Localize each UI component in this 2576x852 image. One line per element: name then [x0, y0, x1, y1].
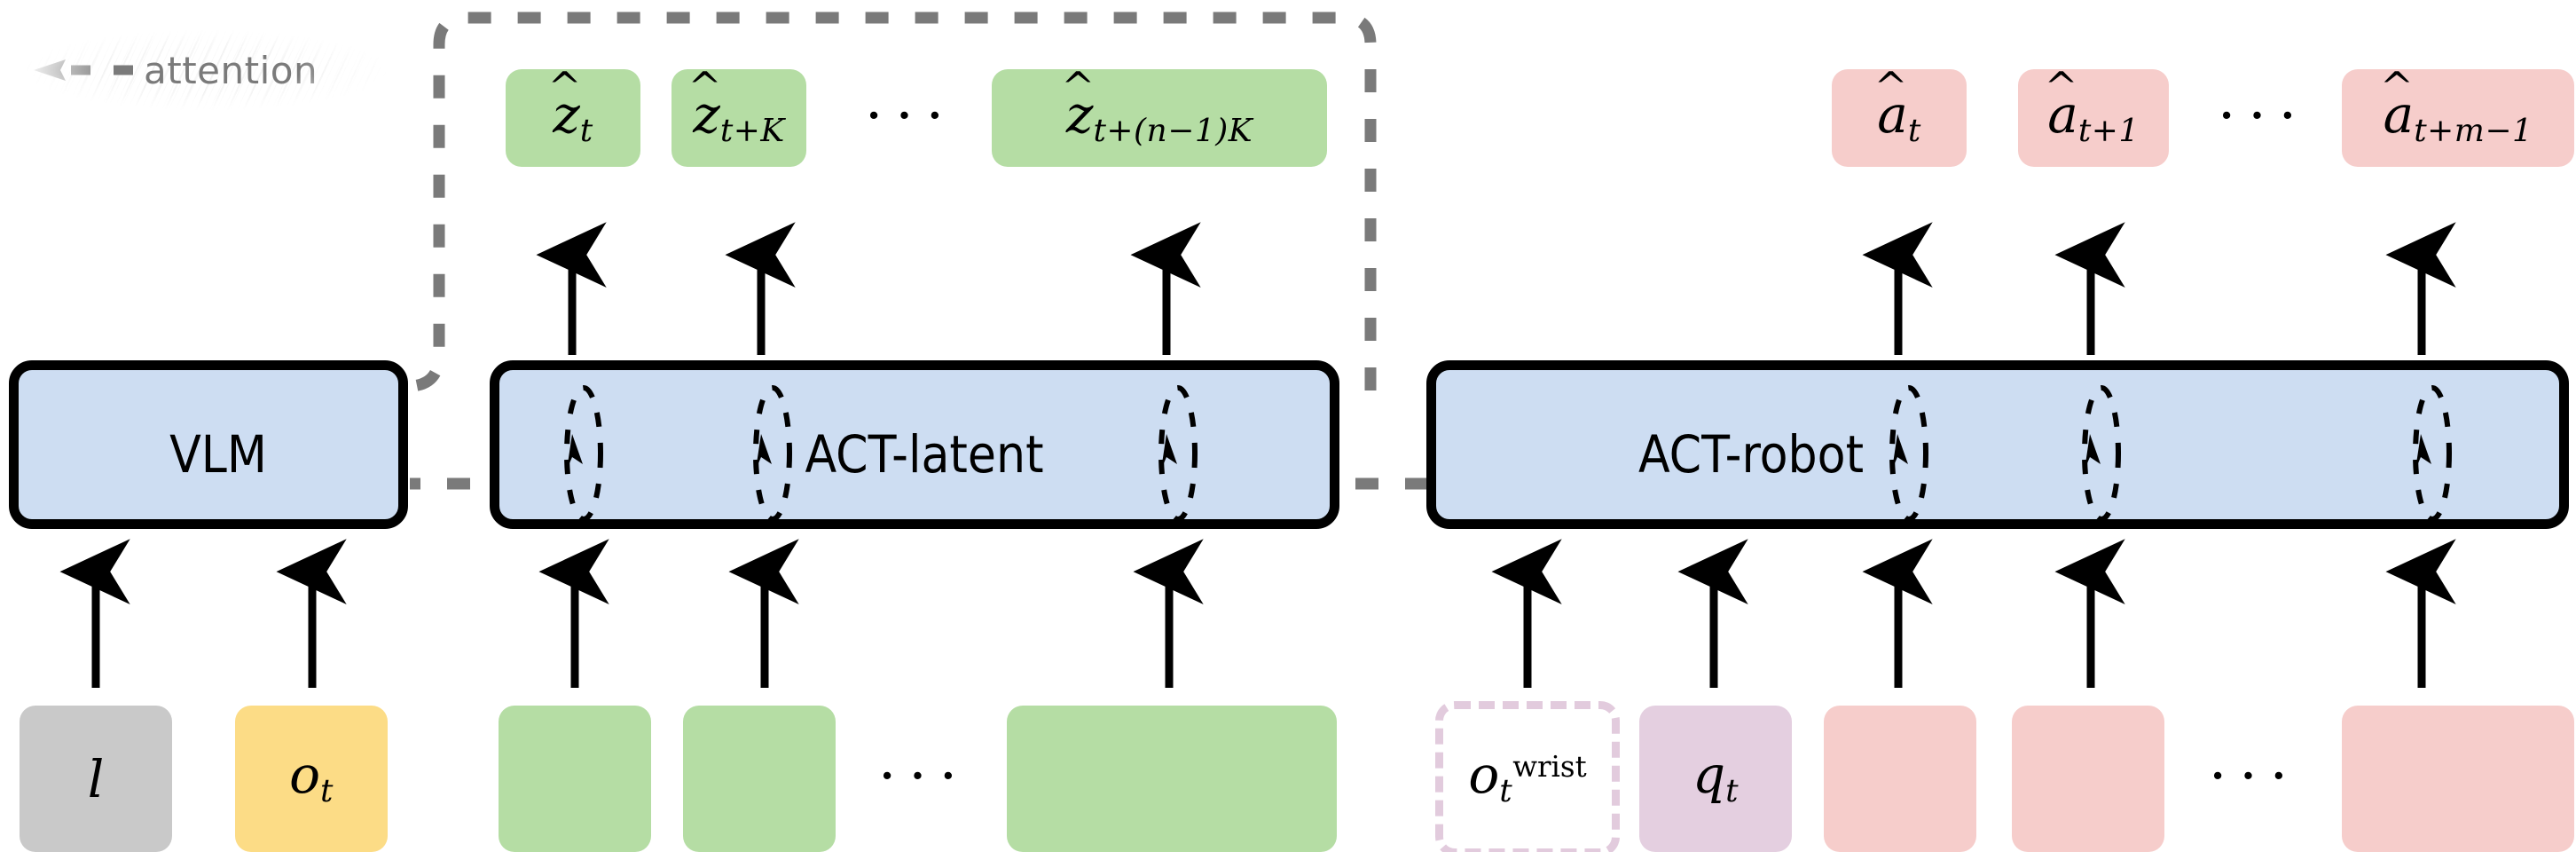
action-token-2: ^at+m−1: [2342, 62, 2574, 167]
latent-ellipsis: ···: [865, 83, 957, 149]
latent-token-2: ^zt+(n−1)K: [992, 62, 1327, 167]
block-act-robot-label: ACT-robot: [1637, 424, 1865, 485]
self-attention-loop-icon: [753, 385, 792, 522]
latent-token-2-label: ^zt+(n−1)K: [1061, 62, 1253, 150]
latent-query-1: [683, 706, 836, 852]
action-query-1: [2012, 706, 2164, 852]
block-act-robot[interactable]: ACT-robot: [1426, 360, 2569, 529]
self-attention-loop-icon: [1889, 385, 1928, 522]
self-attention-loop-icon: [1158, 385, 1198, 522]
self-attention-loop-icon: [564, 385, 603, 522]
latent-token-1: ^zt+K: [671, 62, 806, 167]
latent-query-ellipsis: ···: [878, 744, 970, 809]
state-token: qt: [1639, 706, 1792, 852]
language-token-label: l: [87, 748, 105, 809]
latent-query-2: [1007, 706, 1337, 852]
block-vlm-label: VLM: [169, 424, 267, 485]
wrist-observation-token-label: otwrist: [1468, 745, 1587, 810]
action-query-2: [2342, 706, 2574, 852]
block-act-latent-label: ACT-latent: [805, 424, 1044, 485]
latent-token-1-label: ^zt+K: [687, 62, 785, 150]
action-token-0: ^at: [1832, 62, 1967, 167]
action-ellipsis: ···: [2218, 83, 2310, 149]
action-token-2-label: ^at+m−1: [2380, 62, 2533, 150]
latent-token-0: ^zt: [506, 62, 640, 167]
block-vlm[interactable]: VLM: [9, 360, 408, 529]
latent-query-0: [499, 706, 651, 852]
block-act-latent[interactable]: ACT-latent: [490, 360, 1339, 529]
dashed-left-arrow-icon: [34, 59, 133, 81]
wrist-observation-token: otwrist: [1435, 701, 1620, 852]
state-token-label: qt: [1692, 745, 1740, 810]
legend-label: attention: [144, 48, 318, 92]
action-token-0-label: ^at: [1873, 62, 1921, 150]
action-query-ellipsis: ···: [2209, 744, 2301, 809]
action-token-1-label: ^at+1: [2044, 62, 2140, 150]
action-query-0: [1824, 706, 1976, 852]
action-token-1: ^at+1: [2018, 62, 2169, 167]
observation-token: ot: [235, 706, 388, 852]
language-token: l: [20, 706, 172, 852]
legend-attention: attention: [16, 25, 397, 115]
observation-token-label: ot: [289, 745, 334, 810]
self-attention-loop-icon: [2413, 385, 2452, 522]
self-attention-loop-icon: [2082, 385, 2121, 522]
latent-token-0-label: ^zt: [547, 62, 593, 150]
